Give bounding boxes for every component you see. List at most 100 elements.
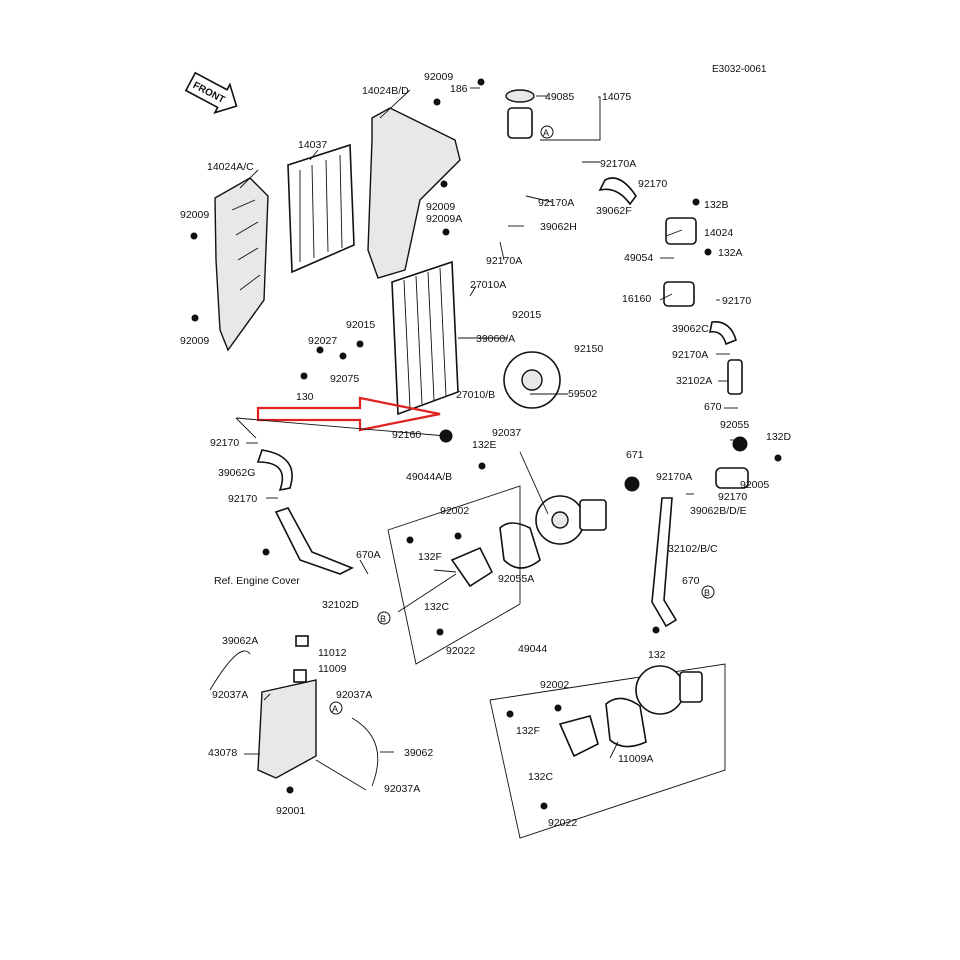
label-92170-right: 92170 xyxy=(722,295,751,307)
label-39062g: 39062G xyxy=(218,467,255,479)
label-92009a: 92009A xyxy=(426,213,462,225)
label-132f-lower: 132F xyxy=(516,725,540,737)
label-92037a-mid: 92037A xyxy=(336,689,372,701)
diagram-code: E3032-0061 xyxy=(712,64,767,75)
label-92009-top: 92009 xyxy=(424,71,453,83)
label-92170a-top: 92170A xyxy=(600,158,636,170)
label-39062: 39062 xyxy=(404,747,433,759)
label-11009a: 11009A xyxy=(618,753,653,765)
filler-neck xyxy=(505,89,535,139)
marker-a-lower: A xyxy=(329,701,343,715)
label-39062b-d-e: 39062B/D/E xyxy=(690,505,747,517)
label-132: 132 xyxy=(648,649,666,661)
label-132f-upper: 132F xyxy=(418,551,442,563)
label-32102-b-c: 32102/B/C xyxy=(668,543,718,555)
label-92015-left: 92015 xyxy=(346,319,375,331)
label-39060-a: 39060/A xyxy=(476,333,515,345)
reserve-tank xyxy=(257,669,317,779)
label-14024: 14024 xyxy=(704,227,733,239)
label-92055a: 92055A xyxy=(498,573,534,585)
label-670a: 670A xyxy=(356,549,381,561)
label-92009-left: 92009 xyxy=(180,209,209,221)
marker-b-right: B xyxy=(701,585,715,599)
leader-lines xyxy=(235,87,738,791)
radiator-screen xyxy=(287,143,355,274)
label-132a: 132A xyxy=(718,247,743,259)
water-pump-upper xyxy=(535,495,607,545)
label-92055: 92055 xyxy=(720,419,749,431)
label-16160: 16160 xyxy=(622,293,651,305)
label-92009-mid: 92009 xyxy=(426,201,455,213)
label-92037a-left: 92037A xyxy=(212,689,248,701)
label-132c-upper: 132C xyxy=(424,601,450,613)
label-43078: 43078 xyxy=(208,747,237,759)
bolts xyxy=(190,78,782,810)
radiator-shroud-right xyxy=(367,107,461,279)
label-49054: 49054 xyxy=(624,252,653,264)
label-39062a: 39062A xyxy=(222,635,258,647)
label-49044: 49044 xyxy=(518,643,547,655)
label-14037: 14037 xyxy=(298,139,327,151)
radiator-fan xyxy=(503,351,561,409)
label-92009-bottom: 92009 xyxy=(180,335,209,347)
label-186: 186 xyxy=(450,83,468,95)
label-92005: 92005 xyxy=(740,479,769,491)
label-39062f: 39062F xyxy=(596,205,632,217)
marker-b-left: B xyxy=(377,611,391,625)
label-11009: 11009 xyxy=(318,663,347,675)
label-92002-upper: 92002 xyxy=(440,505,469,517)
label-92170a-mid: 92170A xyxy=(538,197,574,209)
label-92001: 92001 xyxy=(276,805,305,817)
label-92170-pump: 92170 xyxy=(718,491,747,503)
label-27010-b: 27010/B xyxy=(456,389,495,401)
label-14024b-d: 14024B/D xyxy=(362,85,409,97)
label-670-top: 670 xyxy=(704,401,722,413)
label-39062h: 39062H xyxy=(540,221,577,233)
label-132d: 132D xyxy=(766,431,792,443)
label-49085: 49085 xyxy=(545,91,574,103)
part-labels: 92009 186 49085 14075 14024B/D 14037 140… xyxy=(180,71,792,829)
radiator-core xyxy=(391,260,459,416)
label-14075: 14075 xyxy=(602,91,631,103)
svg-text:B: B xyxy=(704,588,710,598)
label-92170-bottom-left: 92170 xyxy=(228,493,257,505)
label-92170-left: 92170 xyxy=(210,437,239,449)
label-92075: 92075 xyxy=(330,373,359,385)
label-130: 130 xyxy=(296,391,314,403)
label-59502: 59502 xyxy=(568,388,597,400)
label-14024a-c: 14024A/C xyxy=(207,161,254,173)
label-11012: 11012 xyxy=(318,647,347,659)
label-92170a-right: 92170A xyxy=(672,349,708,361)
label-92170a-radiator: 92170A xyxy=(486,255,522,267)
front-arrow-icon: FRONT xyxy=(184,71,238,115)
label-92027: 92027 xyxy=(308,335,337,347)
water-pump-lower xyxy=(635,665,703,715)
label-132c-lower: 132C xyxy=(528,771,554,783)
label-49044a-b: 49044A/B xyxy=(406,471,452,483)
label-39062c: 39062C xyxy=(672,323,709,335)
marker-a-upper: A xyxy=(540,125,554,139)
label-132e: 132E xyxy=(472,439,497,451)
label-92150: 92150 xyxy=(574,343,603,355)
label-92170a-pump: 92170A xyxy=(656,471,692,483)
label-92160: 92160 xyxy=(392,429,421,441)
label-132b: 132B xyxy=(704,199,729,211)
label-92037: 92037 xyxy=(492,427,521,439)
label-32102a: 32102A xyxy=(676,375,712,387)
label-92015-right: 92015 xyxy=(512,309,541,321)
label-92002-lower: 92002 xyxy=(540,679,569,691)
svg-text:B: B xyxy=(380,614,386,624)
svg-text:A: A xyxy=(332,704,338,714)
label-92022-upper: 92022 xyxy=(446,645,475,657)
ref-engine-cover: Ref. Engine Cover xyxy=(214,575,300,587)
label-671: 671 xyxy=(626,449,644,461)
label-92170-top: 92170 xyxy=(638,178,667,190)
label-670-bottom: 670 xyxy=(682,575,700,587)
label-92037a-bottom: 92037A xyxy=(384,783,420,795)
svg-text:A: A xyxy=(543,128,549,138)
radiator-shroud-left xyxy=(214,177,269,352)
label-32102d: 32102D xyxy=(322,599,359,611)
label-92022-lower: 92022 xyxy=(548,817,577,829)
label-27010a: 27010A xyxy=(470,279,506,291)
